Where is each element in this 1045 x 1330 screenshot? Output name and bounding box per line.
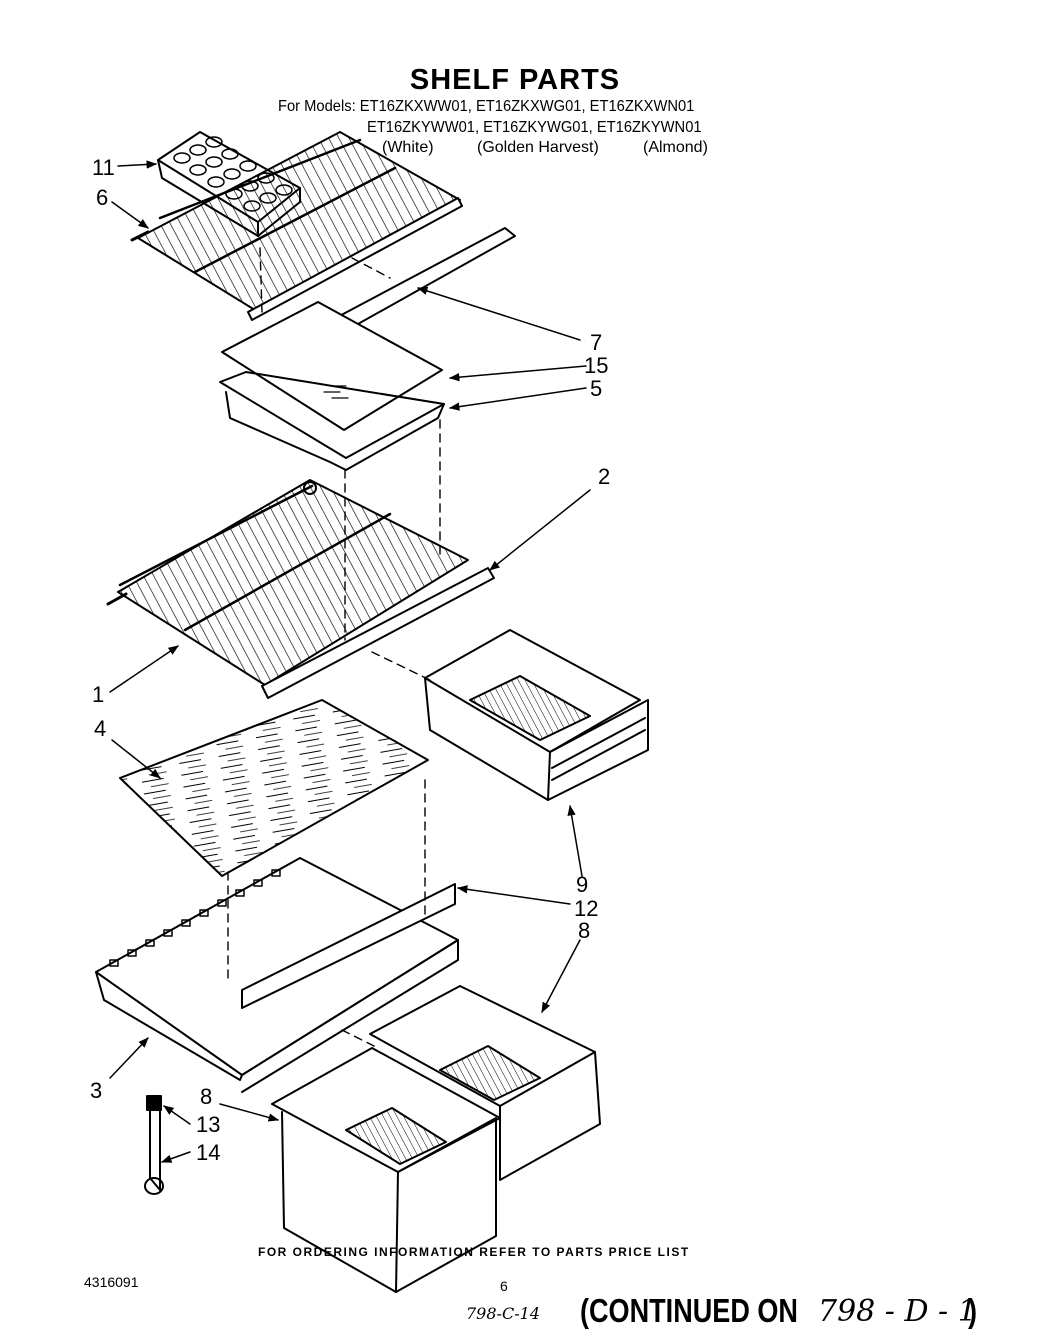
variant-white: (White) — [382, 139, 434, 156]
continued-label: (CONTINUED ON — [580, 1292, 798, 1329]
page-title: SHELF PARTS — [409, 64, 621, 96]
callout-13: 13 — [196, 1112, 220, 1137]
ordering-note: FOR ORDERING INFORMATION REFER TO PARTS … — [258, 1245, 690, 1259]
handwritten-continued-target: 798 - D - 1 — [818, 1294, 977, 1329]
crisper-glass-insert — [221, 301, 443, 431]
document-number: 4316091 — [84, 1274, 139, 1290]
callout-15: 15 — [584, 353, 608, 378]
variant-golden-harvest: (Golden Harvest) — [477, 139, 599, 156]
crisper-pan-left — [271, 1047, 501, 1293]
upper-wire-shelf — [130, 131, 461, 311]
variant-almond: (Almond) — [643, 139, 708, 156]
callout-6: 6 — [96, 185, 108, 210]
lower-wire-shelf — [106, 479, 469, 686]
callout-11: 11 — [92, 155, 115, 180]
callout-5: 5 — [590, 376, 602, 401]
callout-8-right: 8 — [578, 918, 590, 943]
handwritten-reference: 798-C-14 — [466, 1304, 540, 1323]
page-number: 6 — [500, 1278, 508, 1294]
deli-pan — [424, 629, 649, 801]
models-line-1: For Models: ET16ZKXWW01, ET16ZKXWG01, ET… — [278, 98, 695, 115]
callout-1: 1 — [92, 682, 104, 707]
socket-and-handle — [144, 1095, 164, 1195]
callout-3: 3 — [90, 1078, 102, 1103]
callout-2: 2 — [598, 464, 610, 489]
lower-shelf-trim — [261, 567, 495, 699]
continued-close-paren: ) — [968, 1292, 978, 1329]
callout-8-left: 8 — [200, 1084, 212, 1109]
crisper-glass-shelf — [119, 699, 429, 877]
callout-4: 4 — [94, 716, 106, 741]
callout-14: 14 — [196, 1140, 220, 1165]
crisper-pan-right — [369, 985, 601, 1181]
callout-12: 12 — [574, 896, 598, 921]
models-line-2: ET16ZKYWW01, ET16ZKYWG01, ET16ZKYWN01 — [367, 119, 702, 136]
callout-9: 9 — [576, 872, 588, 897]
crisper-cover-frame — [95, 857, 459, 1093]
callout-7: 7 — [590, 330, 602, 355]
pan-cover-frame — [219, 371, 445, 471]
